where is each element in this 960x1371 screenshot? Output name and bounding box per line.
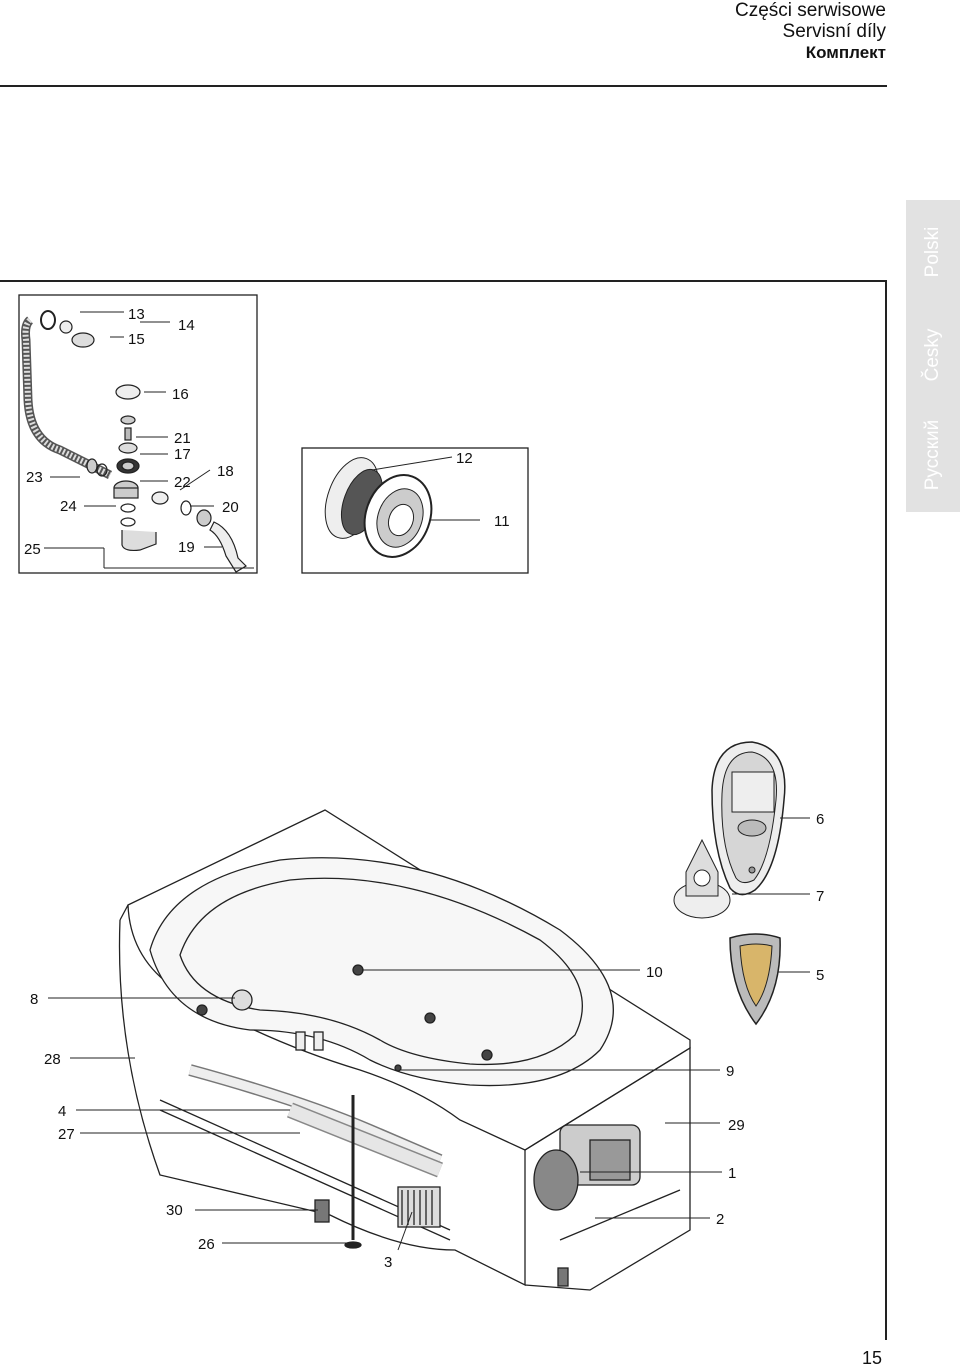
callout-1: 1 [728, 1165, 736, 1182]
callout-30: 30 [166, 1202, 183, 1219]
bathtub-figure [118, 809, 691, 1291]
nozzle-figure [301, 447, 529, 574]
drain-assembly-figure [18, 294, 258, 574]
callout-26: 26 [198, 1236, 215, 1253]
callout-12: 12 [456, 450, 473, 467]
header-rule [0, 85, 887, 87]
header-title-cz: Servisní díly [782, 21, 886, 42]
header-title-pl: Części serwisowe [735, 0, 886, 21]
callout-15: 15 [128, 331, 145, 348]
callout-10: 10 [646, 964, 663, 981]
diagram-frame [0, 280, 887, 1340]
language-tabs: Polski Česky Русский [906, 200, 960, 512]
callout-4: 4 [58, 1103, 66, 1120]
callout-21: 21 [174, 430, 191, 447]
bath-leader-lines [48, 969, 722, 1251]
callout-7: 7 [816, 888, 824, 905]
control-panel-figure [729, 933, 810, 1026]
callout-6: 6 [816, 811, 824, 828]
callout-14: 14 [178, 317, 195, 334]
callout-19: 19 [178, 539, 195, 556]
callout-labels: 13 14 15 16 21 17 23 18 22 24 20 25 19 1… [24, 306, 824, 1271]
remote-control-figure [711, 741, 810, 896]
callout-9: 9 [726, 1063, 734, 1080]
header-title-ru: Комплект [805, 43, 886, 62]
callout-11: 11 [494, 513, 510, 530]
callout-2: 2 [716, 1211, 724, 1228]
callout-16: 16 [172, 386, 189, 403]
control-knob-figure [673, 838, 810, 919]
page-header: Części serwisowe Servisní díly Комплект [735, 0, 886, 63]
callout-20: 20 [222, 499, 239, 516]
callout-28: 28 [44, 1051, 61, 1068]
callout-5: 5 [816, 967, 824, 984]
callout-23: 23 [26, 469, 43, 486]
callout-3: 3 [384, 1254, 392, 1271]
callout-24: 24 [60, 498, 77, 515]
callout-8: 8 [30, 991, 38, 1008]
callout-29: 29 [728, 1117, 745, 1134]
callout-13: 13 [128, 306, 145, 323]
callout-17: 17 [174, 446, 191, 463]
page-number: 15 [861, 1348, 882, 1368]
callout-18: 18 [217, 463, 234, 480]
callout-27: 27 [58, 1126, 75, 1143]
callout-25: 25 [24, 541, 41, 558]
callout-22: 22 [174, 474, 191, 491]
